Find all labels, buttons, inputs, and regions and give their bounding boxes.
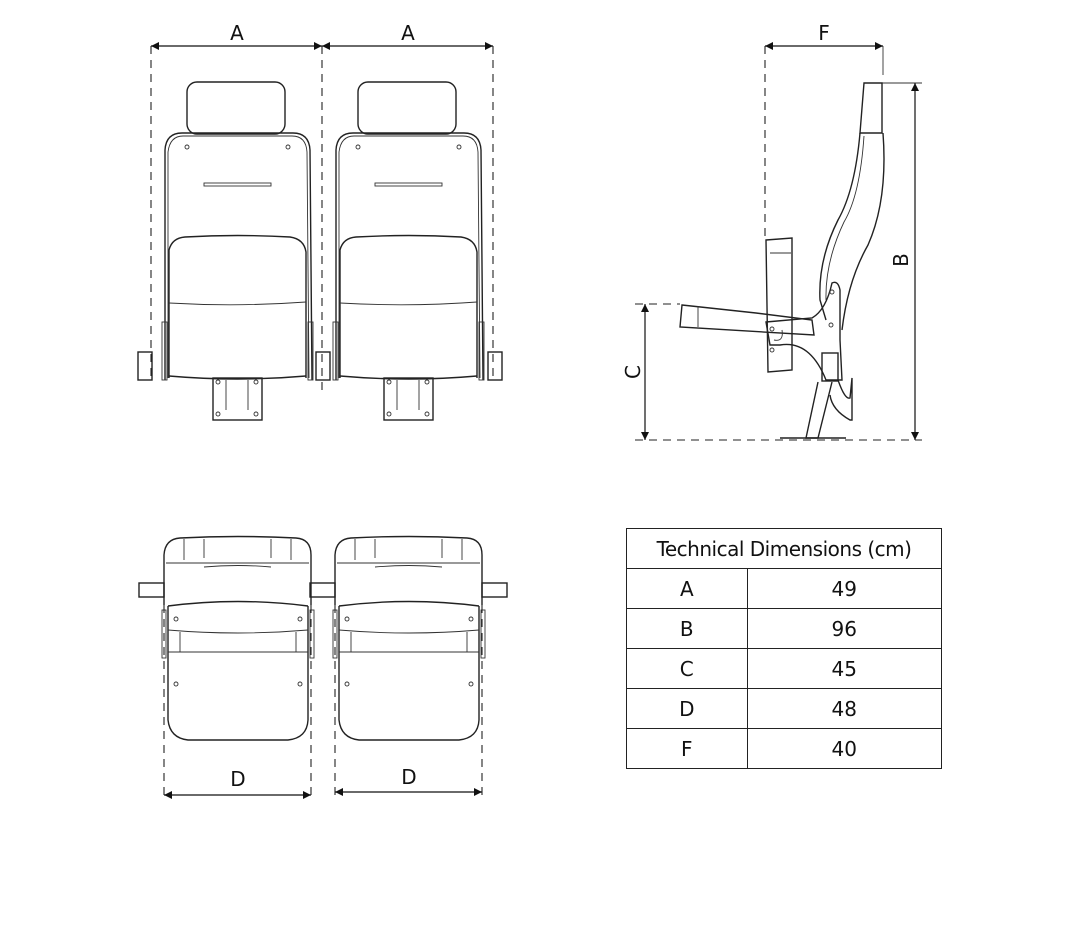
side-bracket	[481, 582, 508, 598]
dimension-key: C	[626, 648, 748, 689]
side-bracket	[315, 351, 331, 381]
front-seat-left	[161, 81, 314, 421]
front-view: A A	[137, 21, 503, 421]
dimension-value: 40	[746, 728, 943, 769]
dimension-label-a: A	[401, 21, 415, 45]
side-bracket	[137, 351, 153, 381]
dimension-value: 48	[746, 688, 943, 729]
dimension-label-c: C	[621, 365, 645, 379]
top-view: D D	[138, 535, 508, 799]
top-seat-right	[309, 535, 486, 741]
dimension-key: B	[626, 608, 748, 649]
dimension-key: A	[626, 568, 748, 609]
front-seat-right	[332, 81, 485, 421]
dimension-label-d: D	[230, 767, 245, 791]
side-bracket	[487, 351, 503, 381]
dimension-label-a: A	[230, 21, 244, 45]
dimension-label-d: D	[401, 765, 416, 789]
dimension-value: 49	[746, 568, 943, 609]
dimension-label-b: B	[889, 253, 913, 267]
table-title: Technical Dimensions (cm)	[626, 528, 942, 569]
dimension-key: F	[626, 728, 748, 769]
top-seat-left	[138, 535, 315, 741]
side-view: F B C	[621, 21, 922, 441]
dimension-value: 96	[746, 608, 943, 649]
dimension-key: D	[626, 688, 748, 729]
dimension-label-f: F	[818, 21, 830, 45]
table-header-row: Technical Dimensions (cm)	[626, 528, 942, 569]
dimension-value: 45	[746, 648, 943, 689]
